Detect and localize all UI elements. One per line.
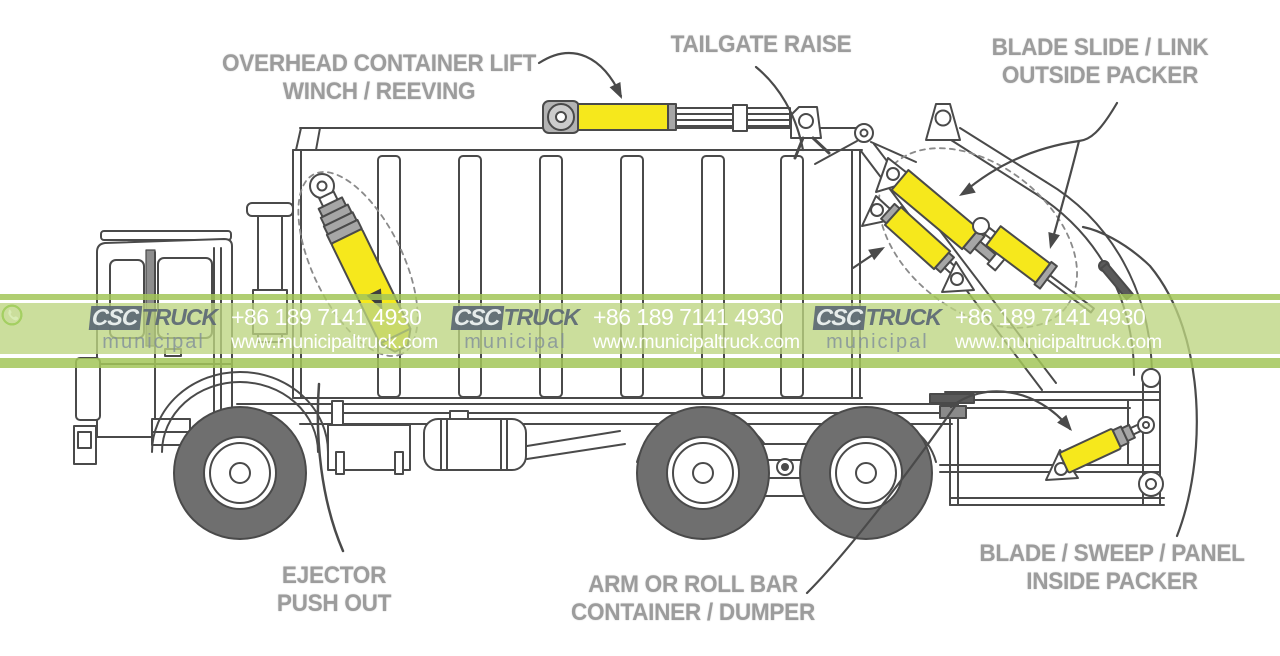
website-url: www.municipaltruck.com	[593, 330, 800, 353]
callout-overhead-container-lift: OVERHEAD CONTAINER LIFT WINCH / REEVING	[222, 50, 536, 106]
callout-line: BLADE SLIDE / LINK	[991, 34, 1209, 61]
callout-line: OVERHEAD CONTAINER LIFT	[222, 50, 536, 77]
callout-line: PUSH OUT	[276, 590, 392, 617]
callout-arm-roll-bar: ARM OR ROLL BAR CONTAINER / DUMPER	[571, 571, 815, 627]
callout-blade-slide-outside-packer: BLADE SLIDE / LINK OUTSIDE PACKER	[992, 34, 1209, 90]
phone-number: +86 189 7141 4930	[231, 303, 422, 330]
sub-brand: municipal	[826, 330, 929, 353]
watermark-strip-top	[0, 294, 1280, 300]
watermark-contact: +86 189 7141 4930 www.municipaltruck.com	[1, 303, 800, 353]
callout-line: EJECTOR	[281, 562, 387, 589]
website-url: www.municipaltruck.com	[231, 330, 438, 353]
callout-line: BLADE / SWEEP / PANEL	[979, 540, 1245, 567]
callout-line: WINCH / REEVING	[282, 78, 476, 105]
callout-ejector-push-out: EJECTOR PUSH OUT	[276, 562, 392, 618]
callout-line: ARM OR ROLL BAR	[588, 571, 798, 598]
chassis	[236, 400, 959, 475]
phone-number: +86 189 7141 4930	[954, 303, 1146, 330]
sub-brand: municipal	[102, 330, 205, 353]
wheels	[173, 406, 933, 540]
callout-line: OUTSIDE PACKER	[1001, 62, 1199, 89]
rear-wheel-2	[799, 406, 933, 540]
rear-wheel-1	[636, 406, 770, 540]
watermark-contact: +86 189 7141 4930 www.municipaltruck.com	[1, 303, 1162, 353]
callout-blade-sweep-inside-packer: BLADE / SWEEP / PANEL INSIDE PACKER	[979, 540, 1245, 596]
brand-prefix: CSC	[88, 304, 142, 330]
website-url: www.municipaltruck.com	[954, 330, 1162, 353]
callout-line: CONTAINER / DUMPER	[571, 599, 815, 626]
brand-prefix: CSC	[450, 304, 504, 330]
sub-brand: municipal	[464, 330, 567, 353]
brand-suffix: TRUCK	[865, 304, 941, 330]
leader-arrowheads	[609, 81, 1072, 431]
front-wheel	[173, 406, 307, 540]
watermark-strip-bottom	[0, 358, 1280, 368]
callout-tailgate-raise: TAILGATE RAISE	[671, 31, 852, 59]
callout-line: INSIDE PACKER	[1026, 568, 1198, 595]
brand-suffix: TRUCK	[503, 304, 580, 330]
watermark-contact: +86 189 7141 4930 www.municipaltruck.com	[1, 303, 438, 353]
inside-packer-cylinder	[1045, 416, 1155, 481]
tailgate-raise-cylinder	[542, 100, 791, 134]
brand-suffix: TRUCK	[141, 304, 218, 330]
brand-prefix: CSC	[812, 304, 866, 330]
phone-number: +86 189 7141 4930	[593, 303, 784, 330]
callout-line: TAILGATE RAISE	[670, 31, 852, 58]
